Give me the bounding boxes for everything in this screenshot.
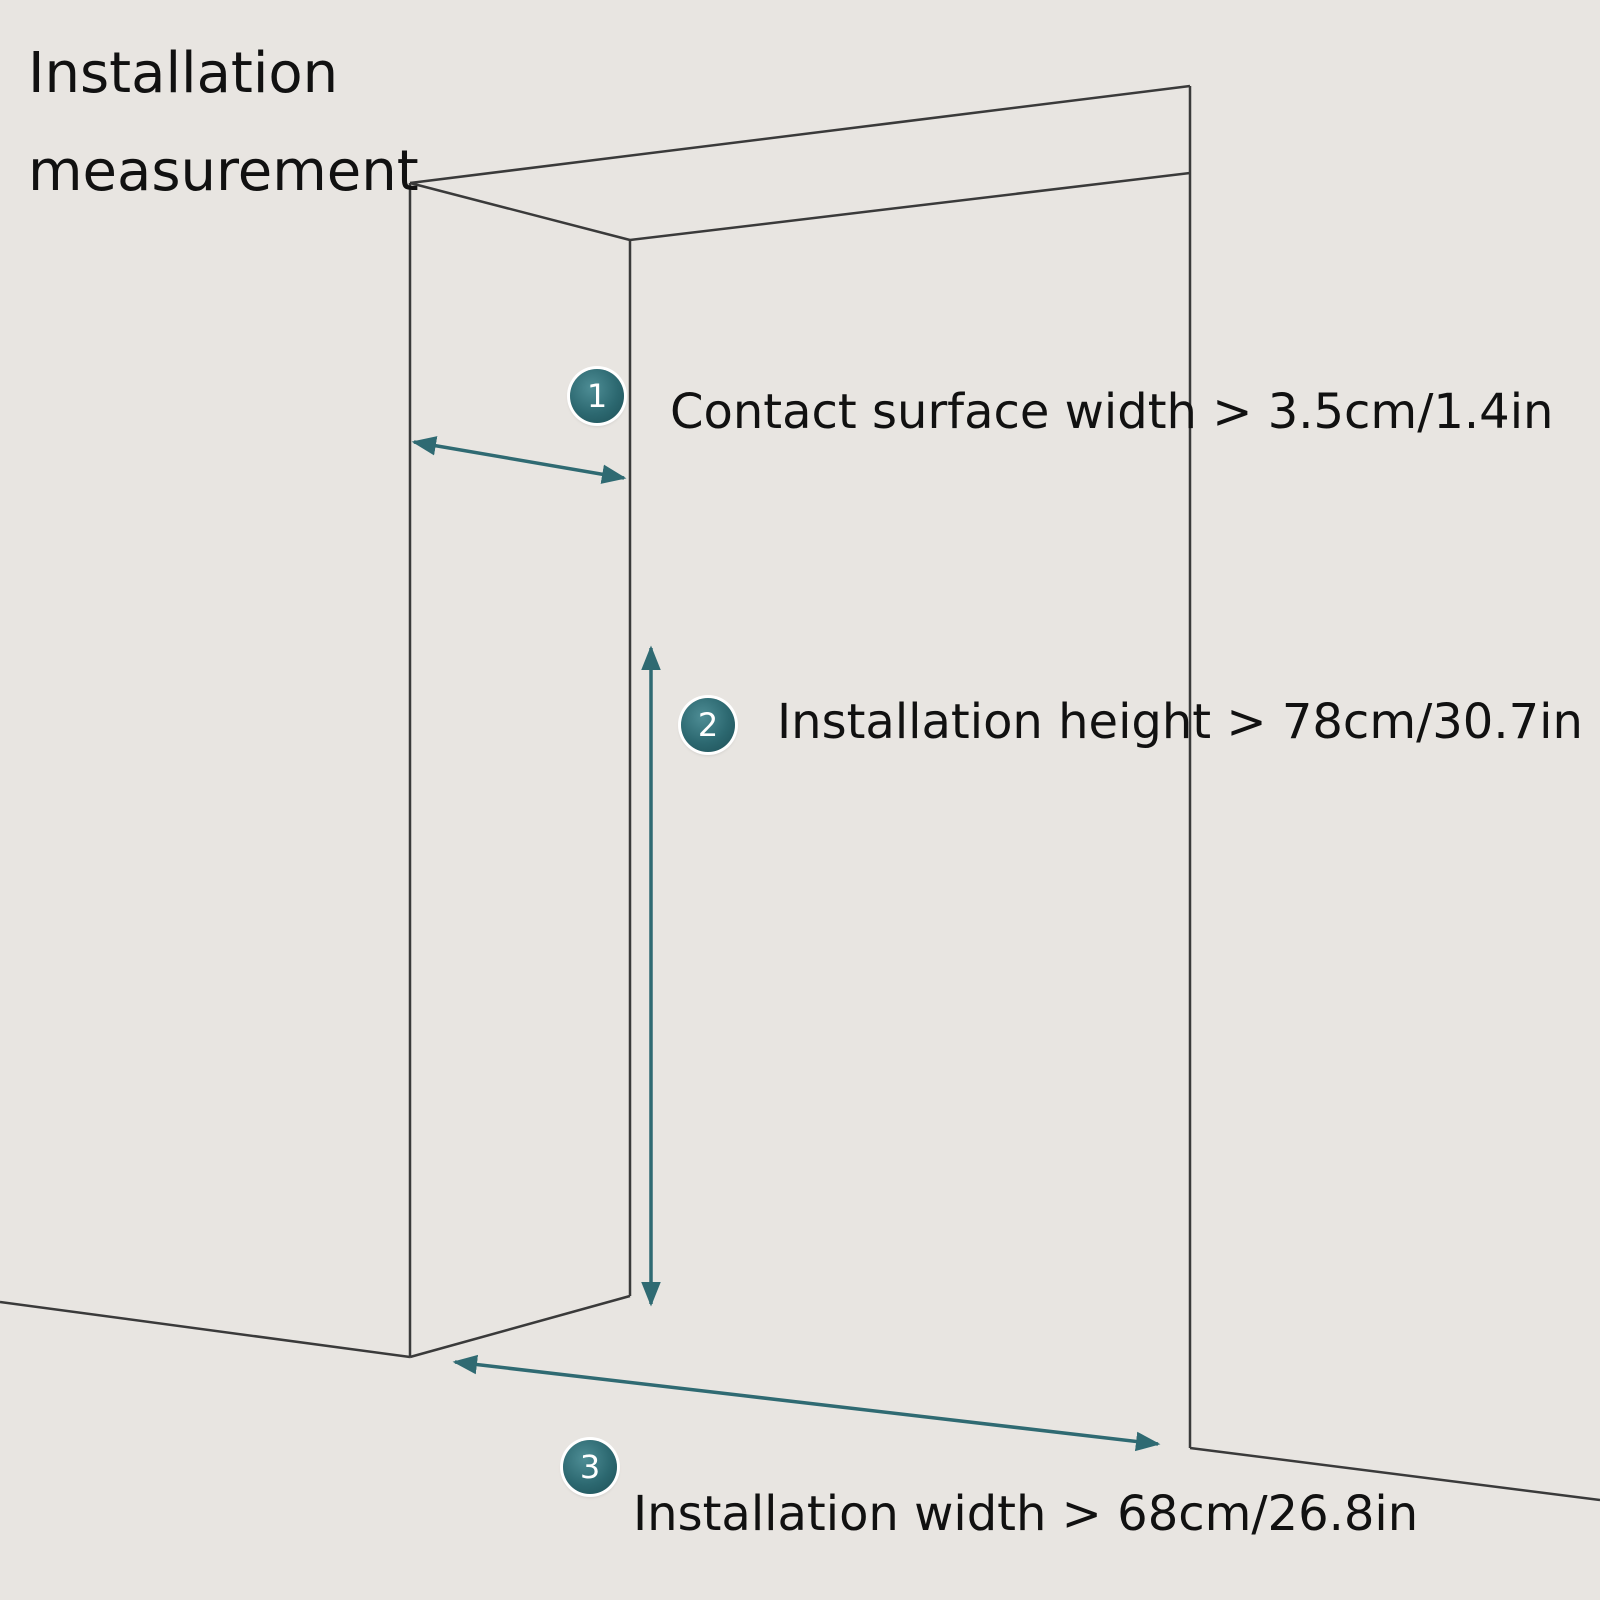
measurement-arrows [411,436,1161,1452]
title-line-1: Installation [28,41,339,106]
contact-width-label: Contact surface width > 3.5cm/1.4in [670,384,1554,440]
badge-2: 2 [681,698,735,752]
height-label: Installation height > 78cm/30.7in [777,694,1583,750]
badge-1: 1 [570,369,624,423]
contact-width-arrow [411,436,627,484]
width-arrow [452,1354,1161,1452]
frame-top-left-bevel [409,181,631,242]
frame-top-outer-edge [409,84,1191,185]
frame-top-inner-edge [629,171,1191,242]
title-line-2: measurement [28,139,419,204]
floor-line-left [0,1300,411,1359]
frame-left-bottom-bevel [409,1294,631,1359]
frame-outline [0,84,1600,1502]
badge-3: 3 [563,1440,617,1494]
width-label: Installation width > 68cm/26.8in [633,1486,1419,1542]
floor-line-right [1189,1446,1600,1502]
